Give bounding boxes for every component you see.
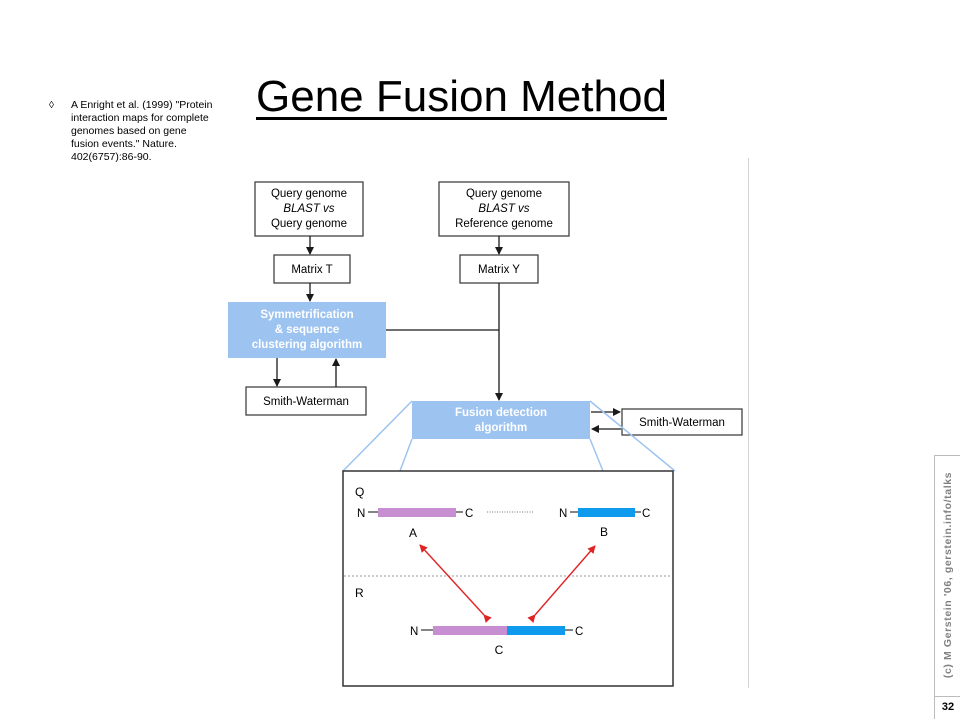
reference-text: A Enright et al. (1999) "Protein interac…	[71, 99, 213, 163]
gene-a-c-terminus: C	[465, 508, 473, 520]
gene-a: N C A	[357, 508, 473, 540]
arrow-b-to-c	[527, 545, 596, 623]
symmetrification-line-2: & sequence	[275, 324, 340, 336]
slide-divider	[748, 158, 749, 688]
fusion-detection-line-1: Fusion detection	[455, 407, 547, 419]
fusion-detail-panel: Q R N C A N C B N C C	[342, 470, 674, 687]
query-query-line-3: Query genome	[271, 218, 347, 230]
query-query-blast-box: Query genome BLAST vs Query genome	[254, 181, 364, 237]
query-reference-blast-box: Query genome BLAST vs Reference genome	[438, 181, 570, 237]
page-number: 32	[934, 696, 960, 719]
gene-c-label: C	[495, 643, 504, 657]
q-label: Q	[355, 485, 364, 499]
gene-a-label: A	[409, 526, 417, 540]
matrix-t-box: Matrix T	[273, 254, 351, 284]
gene-b-c-terminus: C	[642, 508, 650, 520]
credit-frame	[934, 455, 960, 696]
gene-b: N C B	[559, 508, 650, 539]
gene-c-n-terminus: N	[410, 626, 418, 638]
query-query-line-2: BLAST vs	[283, 203, 334, 215]
symmetrification-box: Symmetrification & sequence clustering a…	[228, 302, 386, 358]
correspondence-arrows	[419, 544, 596, 623]
query-reference-line-1: Query genome	[466, 188, 542, 200]
symmetrification-line-3: clustering algorithm	[252, 339, 363, 351]
gene-c-fused: N C C	[410, 626, 583, 657]
zoom-lines	[342, 400, 676, 472]
smith-waterman-left-label: Smith-Waterman	[263, 396, 349, 408]
smith-waterman-right-box: Smith-Waterman	[621, 408, 743, 436]
page-title: Gene Fusion Method	[256, 72, 667, 121]
symmetrification-line-1: Symmetrification	[260, 309, 353, 321]
reference-bullet: ◊	[49, 100, 54, 111]
query-query-line-1: Query genome	[271, 188, 347, 200]
query-reference-line-2: BLAST vs	[478, 203, 529, 215]
gene-c-c-terminus: C	[575, 626, 583, 638]
flow-arrows	[273, 236, 621, 433]
matrix-t-label: Matrix T	[291, 264, 332, 276]
arrow-a-to-c	[419, 544, 492, 623]
matrix-y-box: Matrix Y	[459, 254, 539, 284]
smith-waterman-right-label: Smith-Waterman	[639, 417, 725, 429]
gene-a-n-terminus: N	[357, 508, 365, 520]
smith-waterman-left-box: Smith-Waterman	[245, 386, 367, 416]
query-reference-line-3: Reference genome	[455, 218, 553, 230]
r-label: R	[355, 586, 364, 600]
gene-b-n-terminus: N	[559, 508, 567, 520]
fusion-detection-line-2: algorithm	[475, 422, 527, 434]
gene-b-label: B	[600, 525, 608, 539]
matrix-y-label: Matrix Y	[478, 264, 520, 276]
fusion-detection-box: Fusion detection algorithm	[412, 401, 590, 439]
